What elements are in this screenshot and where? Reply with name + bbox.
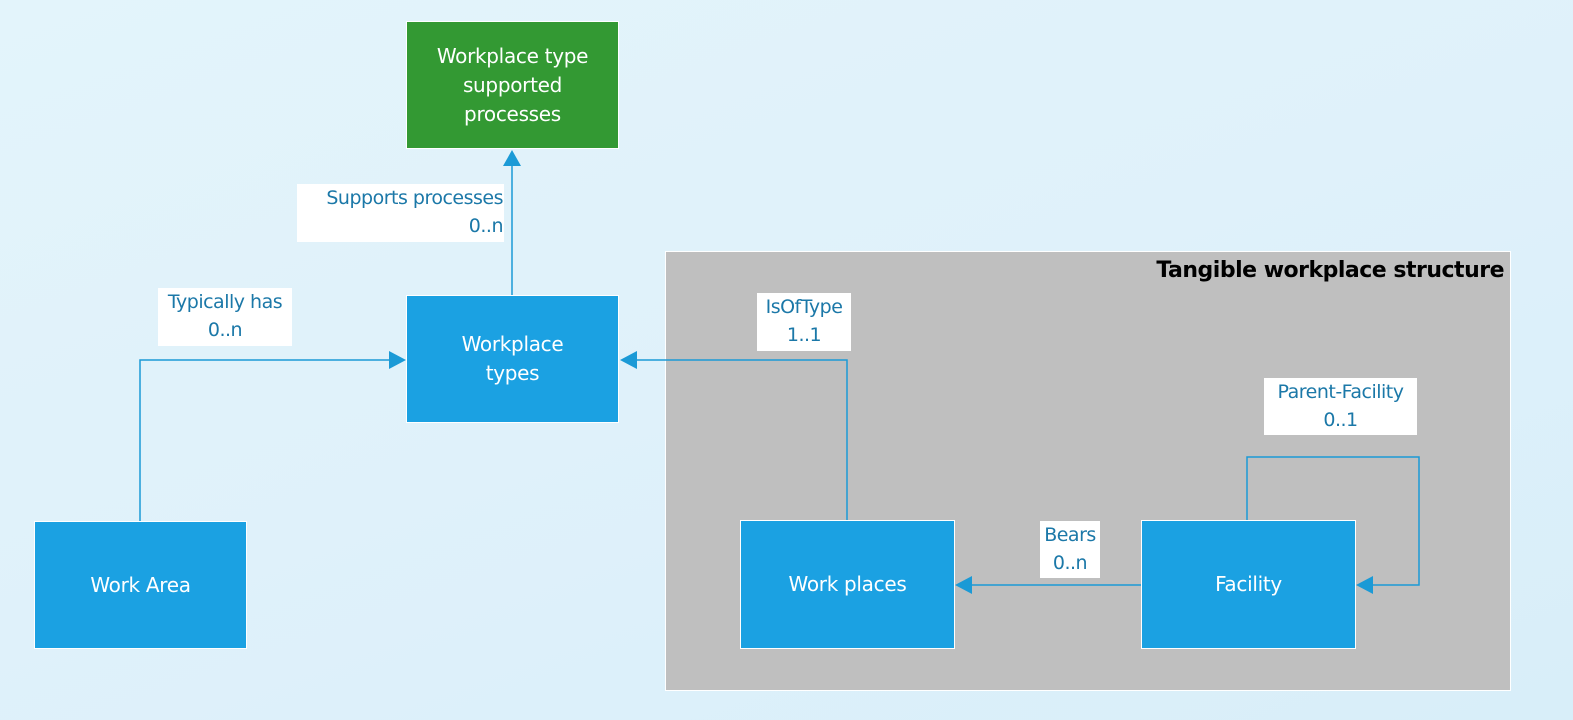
node-label: Workplace type supported processes — [436, 43, 589, 126]
arrowhead-left-icon — [620, 351, 637, 369]
connector-supports-processes[interactable] — [503, 150, 521, 295]
node-label: Work Area — [90, 572, 191, 597]
node-workplace-types[interactable]: Workplace types — [406, 295, 619, 423]
node-work-area[interactable]: Work Area — [34, 521, 247, 649]
node-label: Workplace types — [461, 332, 564, 385]
arrowhead-right-icon — [389, 351, 406, 369]
node-facility[interactable]: Facility — [1141, 520, 1356, 649]
node-work-places[interactable]: Work places — [740, 520, 955, 649]
node-workplace-type-supported-processes[interactable]: Workplace type supported processes — [406, 21, 619, 149]
node-label: Work places — [788, 572, 907, 596]
label-is-of-type: IsOfType 1..1 — [757, 293, 851, 351]
group-title: Tangible workplace structure — [1156, 258, 1504, 283]
label-bears: Bears 0..n — [1040, 521, 1100, 578]
arrowhead-up-icon — [503, 150, 521, 166]
connector-typically-has[interactable] — [139, 351, 406, 521]
label-supports-processes: Supports processes 0..n — [297, 184, 504, 242]
label-typically-has: Typically has 0..n — [158, 288, 292, 346]
label-parent-facility: Parent-Facility 0..1 — [1264, 378, 1417, 435]
node-label: Facility — [1215, 572, 1282, 596]
